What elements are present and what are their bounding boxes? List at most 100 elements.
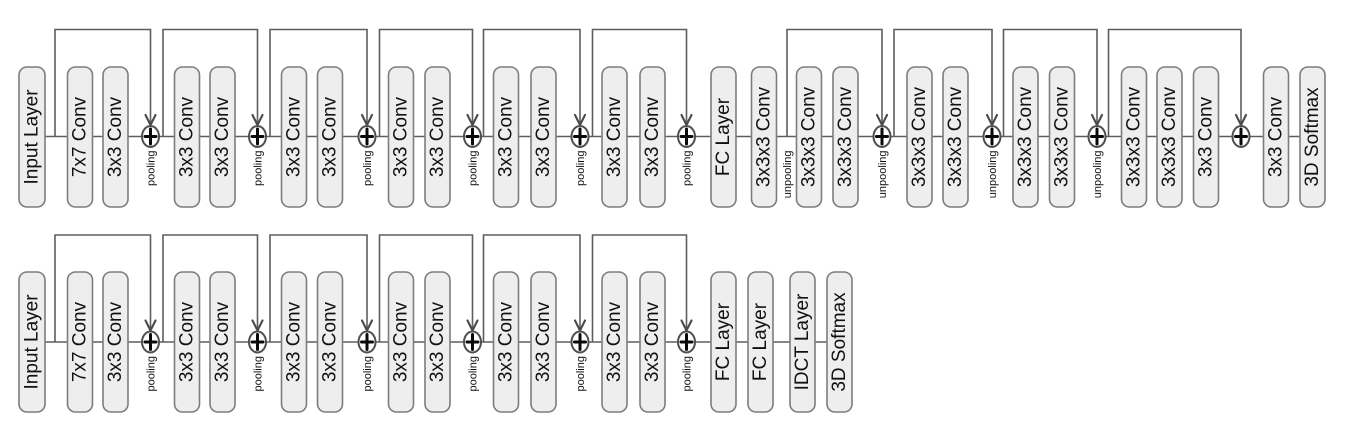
node-label: unpooling [987, 151, 999, 199]
node-label: pooling [362, 356, 374, 391]
layer-block-label: 3x3 Conv [642, 301, 663, 382]
layer-block [316, 66, 344, 208]
layer-block-label: 3D Softmax [1302, 87, 1323, 187]
node-label: pooling [146, 151, 158, 186]
layer-block-label: 3x3 Conv [212, 96, 233, 177]
layer-block [424, 66, 451, 208]
layer-block-label: 3D Softmax [829, 292, 850, 392]
layer-block [424, 271, 451, 413]
layer-block [492, 271, 520, 413]
layer-block-label: 3x3x3 Conv [835, 86, 856, 187]
layer-block [316, 271, 344, 413]
node-label: unpooling [877, 151, 889, 199]
layer-block [601, 66, 628, 208]
layer-block [639, 271, 666, 413]
layer-block [173, 66, 201, 208]
node-label: unpooling [1092, 151, 1104, 199]
layer-block-label: 3x3x3 Conv [1124, 86, 1145, 187]
node-label: pooling [253, 151, 265, 186]
layer-block-label: Input Layer [22, 89, 43, 185]
layer-block [1156, 66, 1183, 208]
layer-block-label: 3x3 Conv [320, 96, 341, 177]
layer-block-label: Input Layer [22, 294, 43, 390]
layer-block [530, 271, 557, 413]
layer-block [601, 271, 628, 413]
skip-connection-line [378, 28, 474, 137]
layer-block [387, 66, 415, 208]
layer-block-label: 3x3 Conv [320, 301, 341, 382]
layer-block-label: 3x3 Conv [391, 96, 412, 177]
layer-block-label: 3x3x3 Conv [945, 86, 966, 187]
skip-connection-line [591, 28, 688, 137]
layer-block-label: 3x3 Conv [212, 301, 233, 382]
layer-block [280, 271, 308, 413]
node-label: pooling [146, 356, 158, 391]
layer-block [710, 66, 737, 208]
layer-block-label: 3x3 Conv [427, 96, 448, 177]
layer-block [102, 271, 129, 413]
skip-connection-line [269, 28, 368, 137]
layer-block-label: 3x3x3 Conv [909, 86, 930, 187]
layer-block [639, 66, 666, 208]
layer-block-label: 3x3 Conv [427, 301, 448, 382]
skip-connection-line [786, 28, 883, 137]
skip-connection-line [482, 28, 581, 137]
layer-block-label: 3x3x3 Conv [754, 86, 775, 187]
layer-block-label: FC Layer [713, 97, 734, 176]
layer-block-label: FC Layer [713, 302, 734, 381]
layer-block [789, 271, 816, 413]
layer-block [906, 66, 933, 208]
layer-block [1012, 66, 1039, 208]
skip-connection-line [591, 234, 688, 342]
layer-block-label: 3x3 Conv [604, 96, 625, 177]
skip-connection-line [1002, 28, 1098, 137]
layer-block [832, 66, 859, 208]
layer-block [387, 271, 415, 413]
layer-block [795, 66, 823, 208]
layer-block-label: 3x3 Conv [642, 96, 663, 177]
layer-block [747, 271, 774, 413]
row-1-encoder-3d-decoder: Input Layer 7x7 Conv 3x3 Conv 3x3 Conv 3x3 C… [18, 28, 1326, 208]
layer-block [750, 66, 778, 208]
skip-connection-line [162, 234, 259, 342]
layer-block-label: 3x3x3 Conv [799, 86, 820, 187]
skip-connection-line [893, 28, 993, 137]
layer-block-label: 3x3x3 Conv [1052, 86, 1073, 187]
layer-block [530, 66, 557, 208]
node-label: pooling [682, 151, 694, 186]
layer-block [66, 66, 94, 208]
layer-block-label: 3x3 Conv [177, 301, 198, 382]
layer-block [826, 271, 853, 413]
layer-block-label: 3x3 Conv [105, 96, 126, 177]
skip-connection-line [378, 234, 474, 342]
skip-connection-line [482, 234, 581, 342]
layer-block [18, 66, 46, 208]
layer-block-label: 3x3 Conv [284, 301, 305, 382]
layer-block [173, 271, 201, 413]
layer-block-label: 3x3 Conv [1196, 96, 1217, 177]
node-label: pooling [362, 151, 374, 186]
layer-block-label: 3x3 Conv [533, 96, 554, 177]
node-label: pooling [575, 356, 587, 391]
layer-block [492, 66, 520, 208]
layer-block [1048, 66, 1076, 208]
layer-block-label: FC Layer [750, 302, 771, 381]
layer-block-label: 3x3 Conv [1266, 96, 1287, 177]
layer-block-label: 3x3 Conv [177, 96, 198, 177]
layer-block-label: IDCT Layer [792, 293, 813, 390]
layer-block-label: 3x3x3 Conv [1015, 86, 1036, 187]
layer-block-label: 3x3 Conv [105, 301, 126, 382]
skip-connection-line [1107, 28, 1242, 137]
node-label: unpooling [782, 151, 794, 199]
layer-block [1262, 66, 1290, 208]
layer-block [209, 271, 236, 413]
layer-block [710, 271, 737, 413]
layer-block [942, 66, 969, 208]
layer-block-label: 7x7 Conv [70, 96, 91, 177]
skip-connection-line [54, 234, 152, 342]
layer-block [280, 66, 308, 208]
layer-block-label: 3x3 Conv [391, 301, 412, 382]
